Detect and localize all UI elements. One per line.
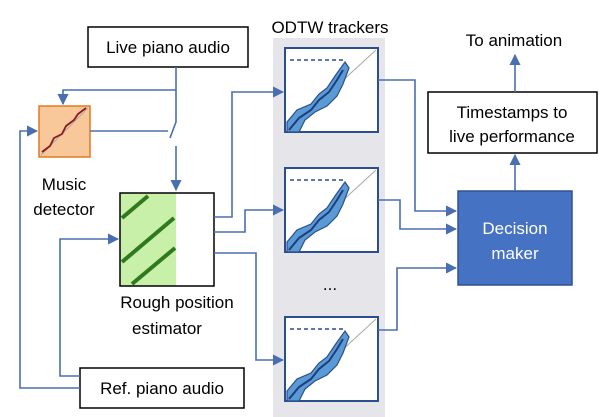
decision-maker-label-line2: maker — [491, 244, 539, 263]
trackers-ellipsis: ... — [323, 275, 337, 294]
live-piano-audio-label: Live piano audio — [106, 38, 230, 57]
rough-estimator-label-line2: estimator — [132, 319, 202, 338]
odtw-tracker-2 — [284, 167, 379, 253]
odtw-tracker-3 — [284, 316, 379, 402]
odtw-tracker-1 — [284, 47, 379, 133]
rough-estimator-label-line1: Rough position — [120, 293, 233, 312]
live-piano-audio-box — [87, 26, 249, 68]
music-detector-label-line2: detector — [33, 200, 95, 219]
timestamps-label-line2: live performance — [449, 127, 575, 146]
decision-maker-label-line1: Decision — [482, 219, 547, 238]
ref-piano-audio-box — [79, 367, 245, 409]
timestamps-label-line1: Timestamps to — [457, 103, 568, 122]
connections — [19, 53, 521, 389]
timestamps-box — [427, 91, 598, 154]
to-animation-label: To animation — [466, 31, 562, 50]
decision-maker-box — [457, 190, 573, 286]
ref-piano-audio-label: Ref. piano audio — [100, 379, 224, 398]
music-detector-label-line1: Music — [42, 175, 87, 194]
rough-position-estimator-plot — [119, 192, 215, 287]
odtw-trackers-label: ODTW trackers — [271, 18, 388, 37]
music-detector-plot — [38, 105, 91, 158]
